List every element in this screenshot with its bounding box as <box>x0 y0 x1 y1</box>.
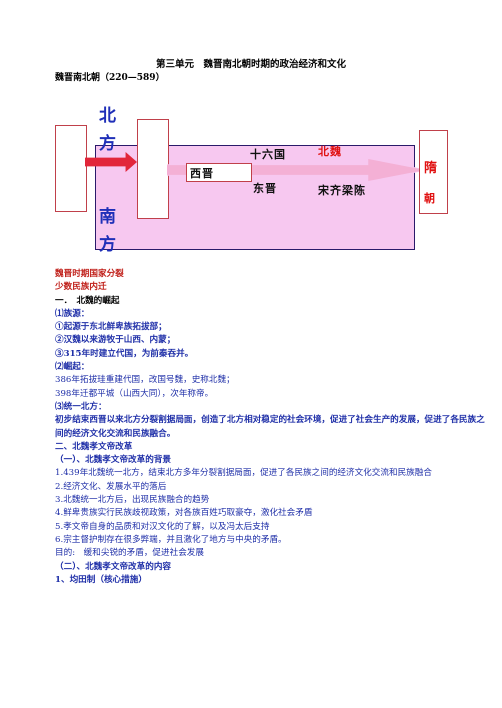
line-22: （二）、北魏孝文帝改革的内容 <box>55 561 172 572</box>
line-23: 1、均田制（核心措施） <box>55 574 147 585</box>
page-subtitle: 魏晋南北朝（220—589） <box>55 73 165 83</box>
shiliuguo-label: 十六国 <box>250 148 286 161</box>
beiwei-label: 北魏 <box>318 145 342 158</box>
line-16: 2.经济文化、发展水平的落后 <box>55 481 167 492</box>
content-lines: 魏晋时期国家分裂 少数民族内迁 一． 北魏的崛起 ⑴族源： ①起源于东北鲜卑族拓… <box>55 268 485 587</box>
line-11: ⑶统一北方： <box>55 401 107 412</box>
line-9: 386年拓拔珪重建代国，改国号魏，史称北魏； <box>55 375 235 386</box>
line-15: 1.439年北魏统一北方，结束北方多年分裂割据局面，促进了各民族之间的经济文化交… <box>55 468 432 479</box>
line-8: ⑵崛起： <box>55 362 90 373</box>
south-label-1: 南 <box>99 207 116 227</box>
line-6: ②汉魏以来游牧于山西、内蒙； <box>55 335 176 346</box>
dongjin-label: 东晋 <box>253 182 277 195</box>
line-12: 初步结束西晋以来北方分裂割据局面，创造了北方相对稳定的社会环境，促进了社会生产的… <box>55 415 485 439</box>
north-label-1: 北 <box>99 106 116 126</box>
songqiliangchen-label: 宋齐梁陈 <box>318 184 366 197</box>
line-5: ①起源于东北鲜卑族拓拔部； <box>55 322 167 333</box>
left-box <box>55 125 87 212</box>
line-2: 少数民族内迁 <box>55 282 107 293</box>
line-13: 二、北魏孝文帝改革 <box>55 441 133 452</box>
sui-box <box>419 130 448 214</box>
sui-label-2: 朝 <box>424 192 436 205</box>
north-label-2: 方 <box>99 134 116 154</box>
line-7: ③315年时建立代国，为前秦吞并。 <box>55 348 194 359</box>
line-14: （一）、北魏孝文帝改革的背景 <box>55 455 172 466</box>
line-20: 6.宗主督护制存在很多弊端，并且激化了地方与中央的矛盾。 <box>55 534 287 545</box>
south-label-2: 方 <box>99 235 116 255</box>
center-box <box>137 119 169 219</box>
sui-label-1: 隋 <box>424 161 439 176</box>
line-10: 398年迁都平城（山西大同），次年称帝。 <box>55 388 214 399</box>
page-title: 第三单元 魏晋南北朝时期的政治经济和文化 <box>155 59 346 70</box>
line-19: 5.孝文帝自身的品质和对汉文化的了解，以及冯太后支持 <box>55 521 270 532</box>
line-3: 一． 北魏的崛起 <box>55 295 120 306</box>
line-17: 3.北魏统一北方后，出现民族融合的趋势 <box>55 495 210 506</box>
xijin-label: 西晋 <box>190 167 214 180</box>
line-4: ⑴族源： <box>55 308 90 319</box>
xijin-box <box>186 163 252 182</box>
line-21: 目的: 缓和尖锐的矛盾，促进社会发展 <box>55 548 204 559</box>
line-18: 4.鲜卑贵族实行民族歧视政策，对各族百姓巧取豪夺，激化社会矛盾 <box>55 508 313 519</box>
line-1: 魏晋时期国家分裂 <box>55 269 124 279</box>
